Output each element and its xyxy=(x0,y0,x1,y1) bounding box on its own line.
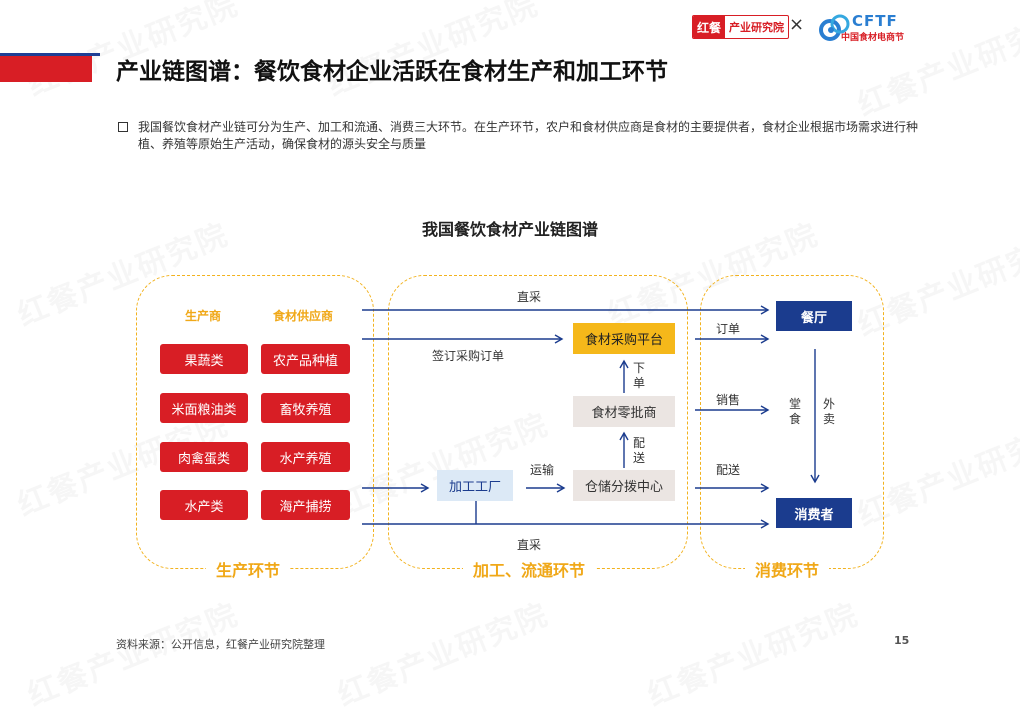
supplier-item: 农产品种植 xyxy=(261,344,350,374)
label-direct-top: 直采 xyxy=(517,290,542,304)
producer-item: 米面粮油类 xyxy=(160,393,248,423)
label-direct-bottom: 直采 xyxy=(517,538,542,552)
supplier-item: 水产养殖 xyxy=(261,442,350,472)
source-note: 资料来源：公开信息，红餐产业研究院整理 xyxy=(116,638,325,651)
producer-column-header: 生产商 xyxy=(185,309,222,323)
label-place-order: 下单 xyxy=(632,361,645,390)
label-distribution-mid: 配送 xyxy=(632,436,645,465)
supplier-item: 畜牧养殖 xyxy=(261,393,350,423)
cftf-logo-sub: 中国食材电商节 xyxy=(841,33,905,43)
times-icon: × xyxy=(789,14,805,35)
zone-processing-label: 加工、流通环节 xyxy=(463,557,596,581)
hongcan-logo: 红餐 产业研究院 xyxy=(692,15,790,39)
diagram-connectors xyxy=(362,305,820,529)
producer-item: 肉禽蛋类 xyxy=(160,442,248,472)
label-dine-in: 堂食 xyxy=(788,397,801,426)
title-accent-blue xyxy=(0,53,100,56)
cftf-emblem-icon xyxy=(819,14,850,41)
supplier-column-header: 食材供应商 xyxy=(273,309,334,323)
hongcan-logo-main: 红餐 xyxy=(693,16,726,38)
supplier-item: 海产捕捞 xyxy=(261,490,350,520)
zone-consumption-label: 消费环节 xyxy=(745,557,830,581)
page-title: 产业链图谱：餐饮食材企业活跃在食材生产和加工环节 xyxy=(116,59,668,85)
node-processing-factory: 加工工厂 xyxy=(437,470,513,501)
title-accent-red xyxy=(0,56,92,82)
producer-item: 果蔬类 xyxy=(160,344,248,374)
intro-text: 我国餐饮食材产业链可分为生产、加工和流通、消费三大环节。在生产环节，农户和食材供… xyxy=(138,120,919,151)
label-transport: 运输 xyxy=(530,463,555,477)
label-delivery-right: 配送 xyxy=(716,463,741,477)
node-consumer: 消费者 xyxy=(776,498,852,528)
cftf-logo-main: CFTF xyxy=(852,12,898,30)
hongcan-logo-sub: 产业研究院 xyxy=(729,21,785,34)
label-order: 订单 xyxy=(716,322,741,336)
page-number: 15 xyxy=(894,634,910,647)
node-restaurant: 餐厅 xyxy=(776,301,852,331)
bullet-square-icon xyxy=(118,122,128,132)
label-takeout: 外卖 xyxy=(822,397,835,426)
node-procurement-platform: 食材采购平台 xyxy=(573,323,675,354)
label-contract-order: 签订采购订单 xyxy=(432,349,505,363)
label-sales: 销售 xyxy=(716,393,741,407)
node-warehouse-center: 仓储分拨中心 xyxy=(573,470,675,501)
zone-production-label: 生产环节 xyxy=(206,557,291,581)
producer-item: 水产类 xyxy=(160,490,248,520)
cftf-logo: CFTF 中国食材电商节 xyxy=(818,10,913,44)
node-wholesaler: 食材零批商 xyxy=(573,396,675,427)
diagram-title: 我国餐饮食材产业链图谱 xyxy=(421,220,598,239)
